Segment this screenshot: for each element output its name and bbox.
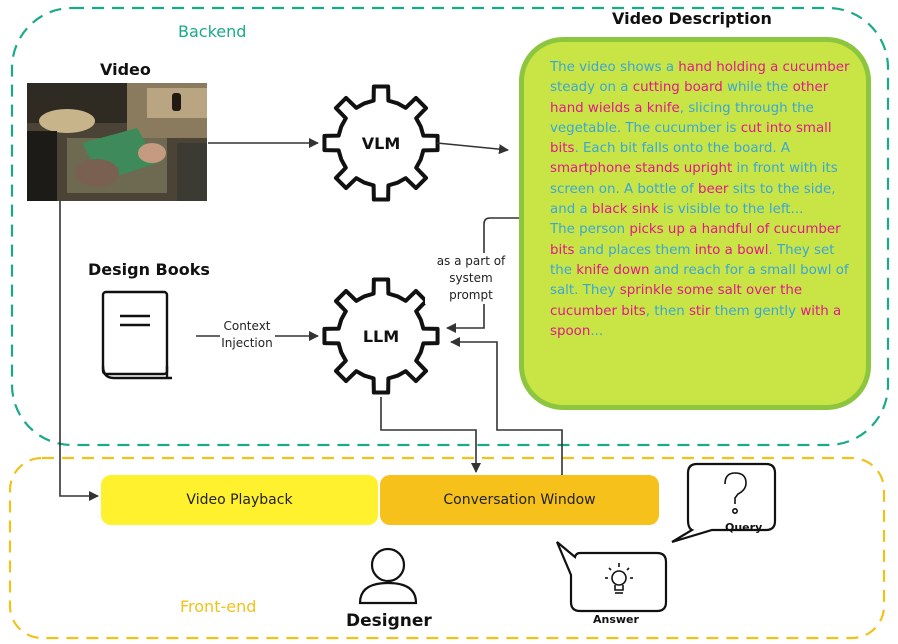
text-segment: while the [722,80,793,96]
gear-outline [322,277,440,395]
video-description-title: Video Description [612,9,772,28]
highlight-segment: black sink [591,202,659,218]
description-paragraph-2: The person picks up a handful of cucumbe… [550,220,850,342]
conversation-to-llm-arrow [450,337,563,475]
text-segment: sits to the side, and a [550,181,836,218]
video-to-playback-arrow [59,201,99,501]
llm-gear-icon [322,277,440,395]
description-paragraph-1: The video shows a hand holding a cucumbe… [550,58,850,220]
question-mark-icon [724,472,747,514]
system-prompt-note: as a part of system prompt [425,253,517,304]
video-thumbnail[interactable] [27,83,207,201]
highlight-segment: cutting board [632,80,723,96]
highlight-segment: other hand wields a knife [550,80,829,116]
query-bubble [671,462,777,544]
llm-to-conversation-arrow [380,397,481,473]
text-segment: The video shows a [550,60,679,75]
query-label: Query [725,521,763,534]
highlight-segment: hand holding a cucumber [678,60,850,75]
design-books-title: Design Books [88,260,210,279]
video-description-box: The video shows a hand holding a cucumbe… [519,37,871,410]
context-injection-label: Context Injection [214,318,280,352]
text-segment: and reach for a small bowl of salt. They [550,262,849,299]
gear-outline [322,84,440,202]
context-injection-line2: Injection [221,336,273,350]
backend-label: Backend [178,22,247,41]
highlight-segment: with a spoon [550,303,842,339]
frontend-label: Front-end [180,597,257,616]
designer-label: Designer [346,611,432,631]
system-prompt-line1: as a part of [436,254,506,268]
conversation-window-label: Conversation Window [443,492,596,508]
text-segment: The person [550,222,630,238]
highlight-segment: into a bowl [694,242,769,258]
context-injection-line1: Context [223,319,271,333]
llm-label: LLM [362,327,400,346]
highlight-segment: sprinkle some salt over the cucumber bit… [550,283,803,319]
highlight-segment: knife down [576,262,650,278]
conversation-window-panel[interactable]: Conversation Window [380,475,659,525]
text-segment: ... [590,323,604,339]
vlm-gear-icon [322,84,440,202]
video-playback-panel[interactable]: Video Playback [101,475,378,525]
system-prompt-line2: system [449,271,493,285]
video-title: Video [100,60,151,79]
text-segment: , slicing through the vegetable. The cuc… [550,100,814,136]
text-segment: , then [645,303,689,319]
video-playback-label: Video Playback [186,492,293,508]
text-segment: . Each bit falls onto the board. A [574,141,791,157]
highlight-segment: picks up a handful of cucumber bits [550,222,841,258]
text-segment: . They set the [550,242,835,278]
system-prompt-line3: prompt [449,288,493,302]
highlight-segment: smartphone stands upright [550,161,733,177]
text-segment: and places them [574,242,695,258]
vlm-to-description-arrow [436,142,509,155]
highlight-segment: cut into small bits [550,120,832,157]
highlight-segment: beer [697,181,729,197]
highlight-segment: stir [688,303,711,319]
vlm-label: VLM [361,134,401,153]
text-segment: in front with its screen on. A bottle of [550,161,838,197]
text-segment: steady on a [550,80,633,96]
frontend-region [8,456,886,640]
book-icon [101,290,172,380]
person-icon [358,547,418,605]
answer-label: Answer [593,613,639,626]
lightbulb-icon [605,563,633,594]
text-segment: them gently [710,303,801,319]
text-segment: is visible to the left... [658,202,804,218]
backend-region [10,6,890,447]
description-to-llm-arrow [446,217,520,333]
